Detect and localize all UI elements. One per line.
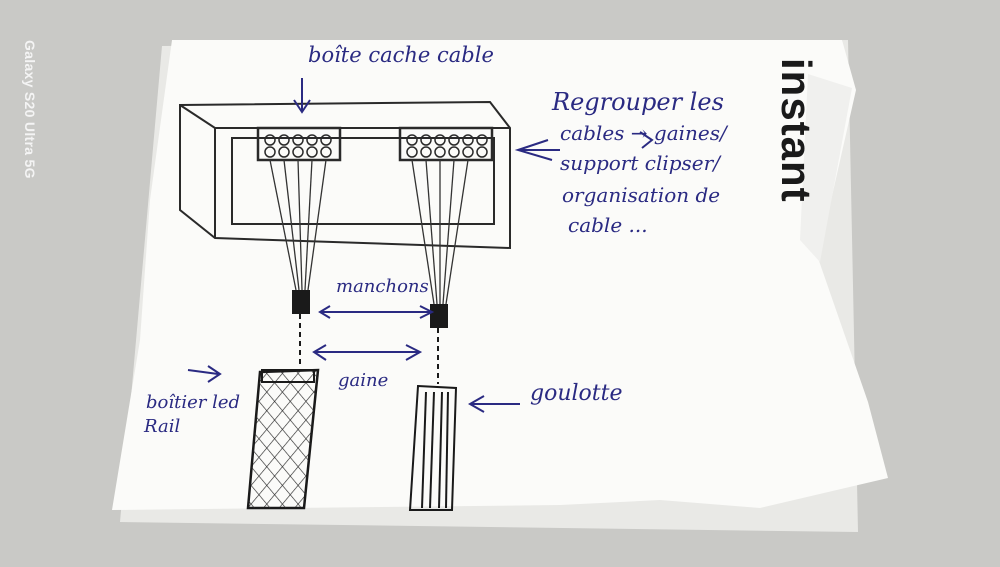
paper-curl bbox=[800, 74, 852, 262]
sleeve-right bbox=[430, 304, 448, 328]
wires-left bbox=[269, 159, 327, 291]
note-line-1: Regrouper les bbox=[551, 88, 724, 116]
note-line-2: cables → gaines/ bbox=[560, 121, 729, 145]
brand-logo-text: instant bbox=[773, 58, 820, 203]
note-line-4: organisation de bbox=[562, 183, 720, 207]
label-gaine: gaine bbox=[338, 370, 388, 391]
led-rail-drawing bbox=[246, 368, 320, 510]
note-line-3: support clipser/ bbox=[560, 151, 722, 175]
sleeve-left bbox=[292, 290, 310, 314]
cable-box-drawing bbox=[179, 100, 511, 250]
note-line-5: cable ... bbox=[568, 213, 648, 237]
label-goulotte: goulotte bbox=[530, 381, 622, 406]
wires-right bbox=[411, 159, 469, 305]
goulotte-drawing bbox=[408, 384, 458, 511]
label-top-box: boîte cache cable bbox=[308, 43, 494, 67]
label-boitier-line2: Rail bbox=[143, 416, 180, 437]
camera-watermark: Galaxy S20 Ultra 5G bbox=[22, 40, 38, 179]
label-manchons: manchons bbox=[336, 276, 429, 297]
label-boitier-line1: boîtier led bbox=[146, 392, 240, 413]
annotation-arrows bbox=[187, 78, 654, 413]
